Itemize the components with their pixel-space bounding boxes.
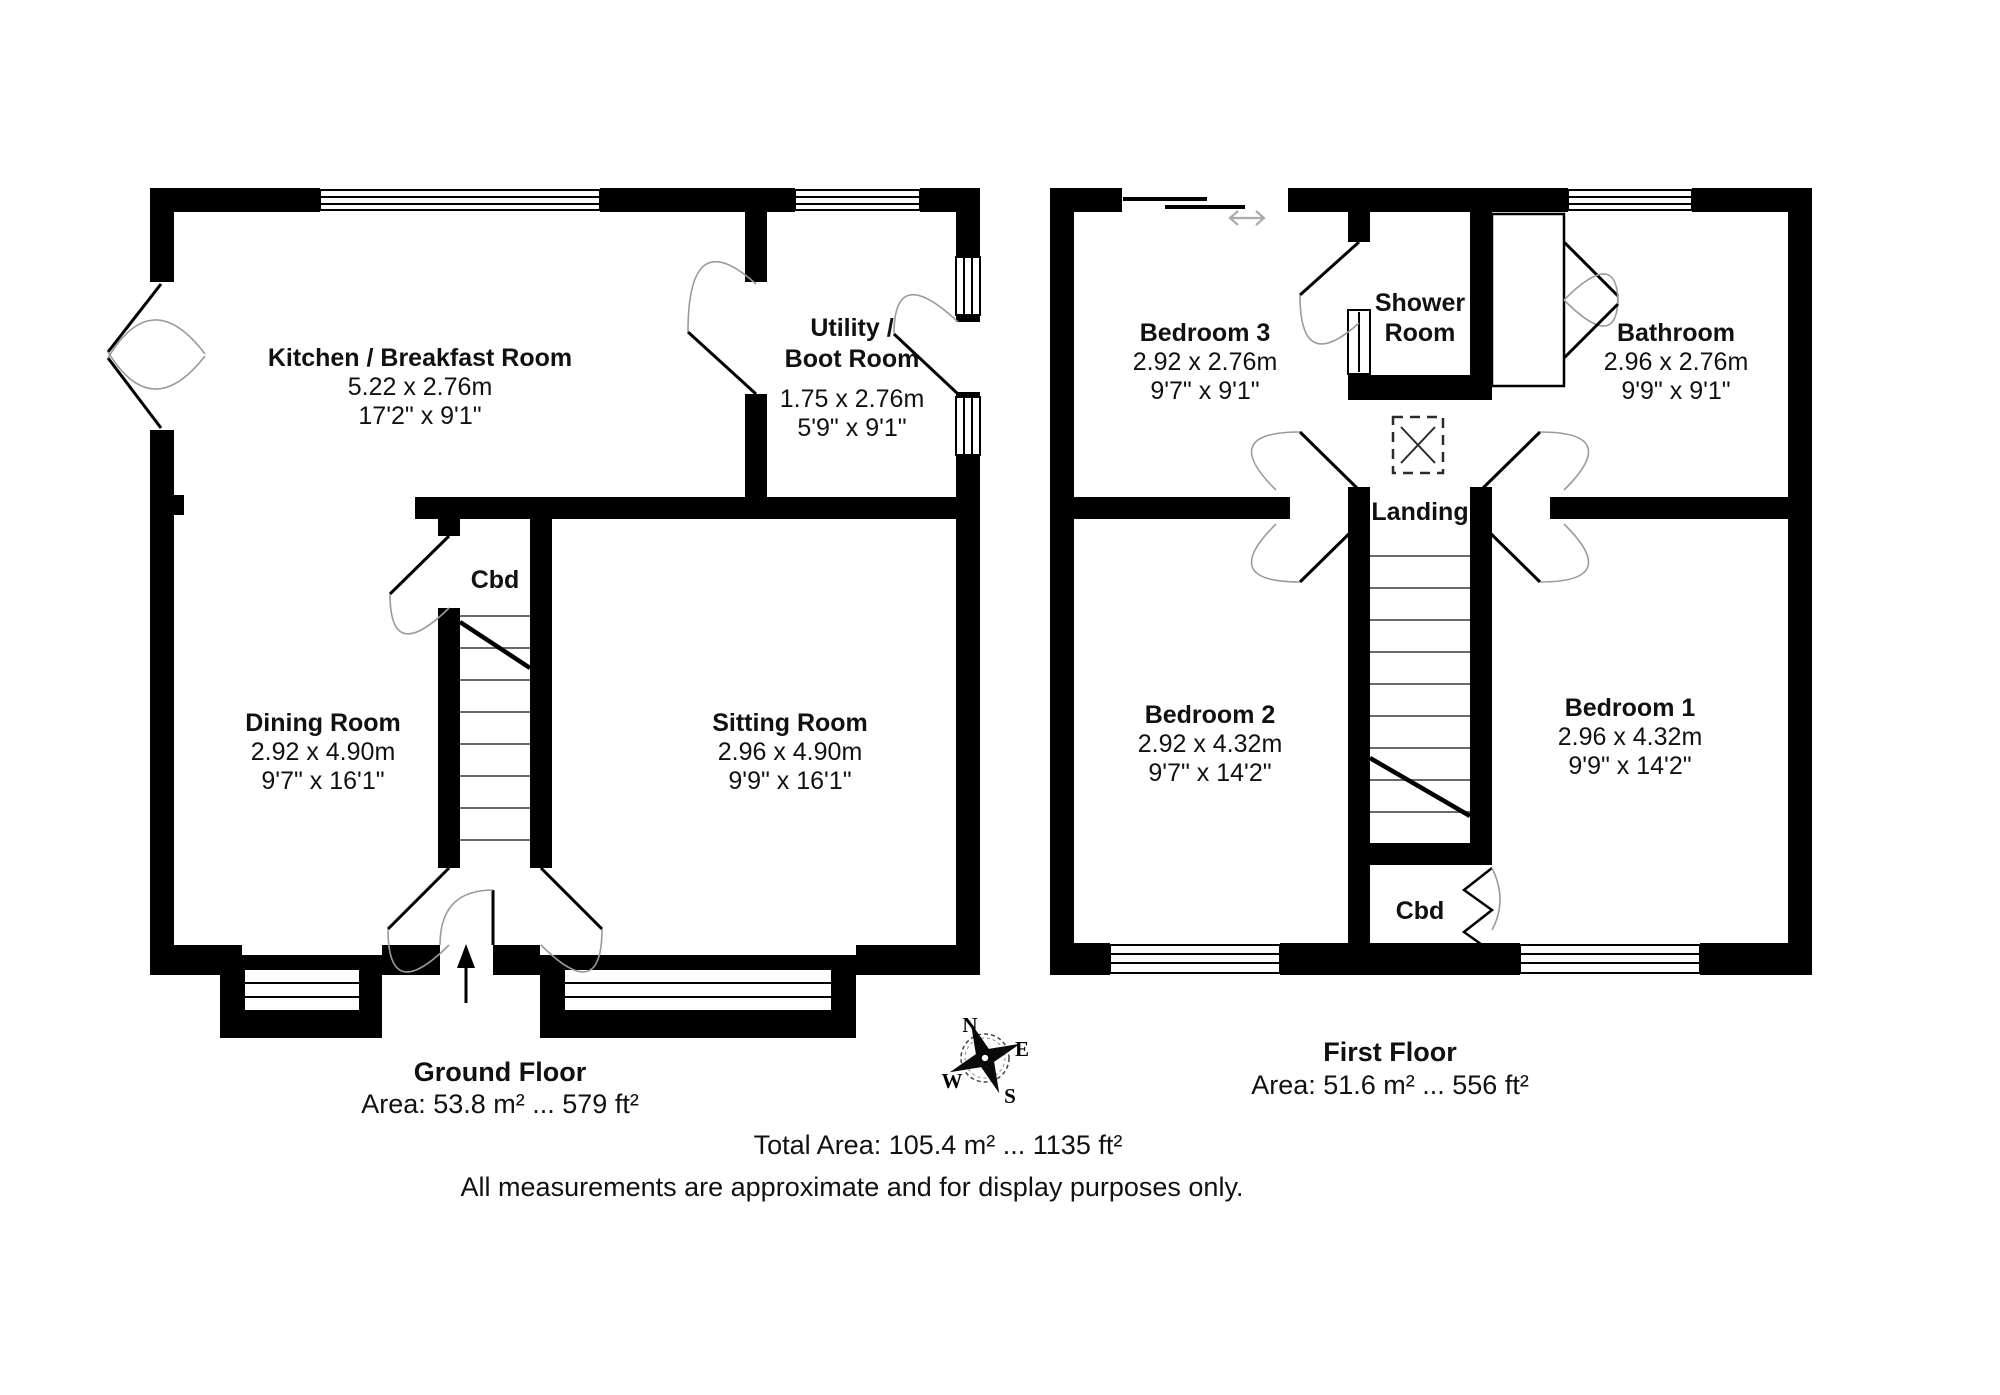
utility-window-top [794,189,921,211]
bedroom3-label: Bedroom 3 2.92 x 2.76m 9'7" x 9'1" [1133,319,1278,405]
hall-sitting-door [539,866,604,973]
bedroom3-name: Bedroom 3 [1140,319,1271,347]
first-floor-walls [1050,188,1812,975]
sitting-imperial: 9'9" x 16'1" [728,767,851,795]
shower-room-internal-window [1347,309,1371,375]
shower-name1: Shower [1375,289,1466,317]
kitchen-window [319,189,601,211]
utility-name2: Boot Room [785,345,920,373]
bedroom3-metric: 2.92 x 2.76m [1133,348,1278,376]
front-door [439,889,495,946]
sitting-name: Sitting Room [712,709,868,737]
ground-floor-plan: Kitchen / Breakfast Room 5.22 x 2.76m 17… [106,188,981,1119]
kitchen-metric: 5.22 x 2.76m [348,373,493,401]
utility-name1: Utility / [810,314,893,342]
staircase-ground [458,615,532,841]
utility-label: Utility / Boot Room 1.75 x 2.76m 5'9" x … [780,314,925,442]
bathroom-name: Bathroom [1617,319,1735,347]
bedroom3-imperial: 9'7" x 9'1" [1150,377,1259,405]
compass-east: E [1015,1037,1029,1061]
utility-metric: 1.75 x 2.76m [780,385,925,413]
staircase-first [1368,555,1472,818]
ground-floor-title: Ground Floor [414,1057,587,1087]
total-area-label: Total Area: 105.4 m² ... 1135 ft² [754,1130,1123,1160]
bedroom1-window [1519,944,1701,974]
bedroom2-door [1250,522,1361,584]
sitting-label: Sitting Room 2.96 x 4.90m 9'9" x 16'1" [712,709,868,795]
bathroom-label: Bathroom 2.96 x 2.76m 9'9" x 9'1" [1604,319,1749,405]
dining-name: Dining Room [245,709,401,737]
utility-imperial: 5'9" x 9'1" [797,414,906,442]
sliding-door [1123,197,1266,226]
bedroom2-name: Bedroom 2 [1145,701,1276,729]
cupboard-label-ground: Cbd [471,566,520,594]
bedroom1-door [1479,522,1590,584]
shower-cubicle [1490,212,1620,388]
loft-hatch-icon [1391,415,1445,475]
utility-window-side-lower [955,396,981,456]
first-floor-title: First Floor [1323,1037,1457,1067]
dining-label: Dining Room 2.92 x 4.90m 9'7" x 16'1" [245,709,401,795]
cupboard-bifold-door [1461,867,1501,954]
disclaimer-label: All measurements are approximate and for… [461,1172,1244,1202]
compass-south: S [1004,1084,1016,1108]
bedroom1-label: Bedroom 1 2.96 x 4.32m 9'9" x 14'2" [1558,694,1703,780]
bathroom-window [1567,189,1693,211]
bedroom1-imperial: 9'9" x 14'2" [1568,752,1691,780]
compass-rose-icon: N E W S [942,1013,1030,1108]
entrance-arrow [457,944,475,1003]
shower-name2: Room [1385,319,1456,347]
kitchen-label: Kitchen / Breakfast Room 5.22 x 2.76m 17… [268,344,572,430]
bedroom1-name: Bedroom 1 [1565,694,1696,722]
bedroom2-window [1109,944,1281,974]
bedroom2-metric: 2.92 x 4.32m [1138,730,1283,758]
kitchen-name: Kitchen / Breakfast Room [268,344,572,372]
first-floor-area: Area: 51.6 m² ... 556 ft² [1251,1070,1529,1100]
hall-dining-door [386,866,451,973]
compass-north: N [962,1013,977,1037]
ground-floor-walls [150,188,980,1038]
kitchen-imperial: 17'2" x 9'1" [358,402,481,430]
dining-imperial: 9'7" x 16'1" [261,767,384,795]
dining-bay-window [243,968,361,1012]
bedroom2-label: Bedroom 2 2.92 x 4.32m 9'7" x 14'2" [1138,701,1283,787]
cupboard-label-first: Cbd [1396,897,1445,925]
bathroom-imperial: 9'9" x 9'1" [1621,377,1730,405]
bedroom1-metric: 2.96 x 4.32m [1558,723,1703,751]
kitchen-utility-door [686,260,758,396]
utility-back-door [892,294,960,396]
shower-room-door [1298,240,1361,345]
bedroom2-imperial: 9'7" x 14'2" [1148,759,1271,787]
sitting-metric: 2.96 x 4.90m [718,738,863,766]
sitting-bay-window [563,968,833,1012]
kitchen-french-doors [106,283,206,429]
dining-metric: 2.92 x 4.90m [251,738,396,766]
bedroom3-door [1250,430,1361,492]
first-floor-plan: Bedroom 3 2.92 x 2.76m 9'7" x 9'1" Showe… [1050,188,1812,1100]
utility-window-side-upper [955,256,981,316]
shower-room-label: Shower Room [1375,289,1466,347]
sliding-arrow-icon [1228,210,1266,226]
cupboard-door-ground [388,534,451,635]
bathroom-metric: 2.96 x 2.76m [1604,348,1749,376]
ground-floor-area: Area: 53.8 m² ... 579 ft² [361,1089,639,1119]
compass-west: W [942,1069,963,1093]
bathroom-door [1479,430,1590,492]
landing-label: Landing [1371,498,1468,526]
